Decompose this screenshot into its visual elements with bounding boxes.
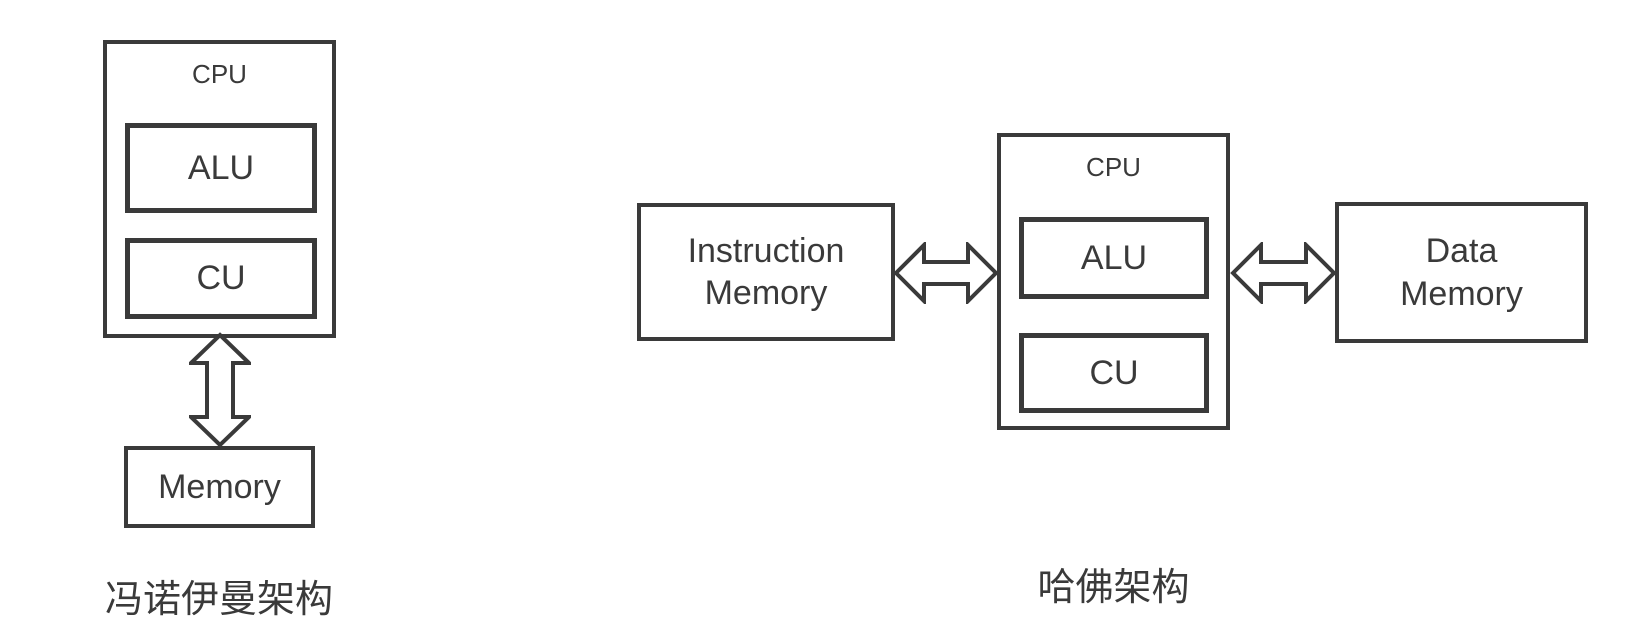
von-neumann-cu-box: CU [125, 238, 317, 319]
von-neumann-alu-label: ALU [187, 148, 255, 187]
double-arrow-horizontal-left-icon [893, 242, 999, 304]
harvard-data-memory-box: Data Memory [1335, 202, 1588, 343]
harvard-alu-box: ALU [1019, 217, 1209, 299]
von-neumann-memory-label: Memory [158, 467, 281, 506]
harvard-cpu-label: CPU [1086, 152, 1141, 182]
harvard-instruction-memory-box: Instruction Memory [637, 203, 895, 341]
von-neumann-cpu-label: CPU [192, 59, 247, 89]
double-arrow-vertical-icon [189, 332, 251, 448]
harvard-caption: 哈佛架构 [1037, 567, 1190, 609]
von-neumann-caption: 冯诺伊曼架构 [104, 579, 333, 621]
harvard-data-memory-label: Data Memory [1400, 232, 1523, 313]
harvard-instruction-memory-label: Instruction Memory [687, 231, 845, 313]
von-neumann-memory-box: Memory [124, 446, 315, 528]
double-arrow-horizontal-right-icon [1230, 242, 1337, 304]
harvard-alu-label: ALU [1080, 238, 1148, 277]
harvard-cu-label: CU [1089, 353, 1139, 392]
von-neumann-cu-label: CU [196, 259, 246, 298]
von-neumann-alu-box: ALU [125, 123, 317, 213]
harvard-cu-box: CU [1019, 333, 1209, 413]
